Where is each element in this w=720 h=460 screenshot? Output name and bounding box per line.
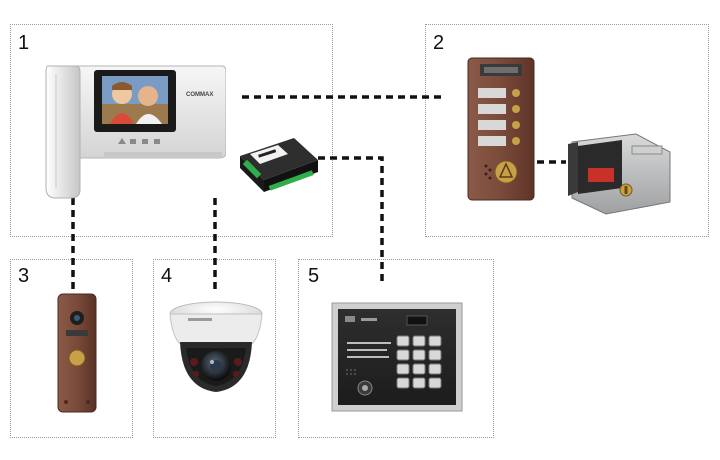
panel-5 [298,259,494,438]
keypad-call-panel [331,302,463,412]
panel-2 [425,24,709,237]
panel-3-number: 3 [18,265,30,287]
panel-1 [10,24,333,237]
panel-2-number: 2 [433,32,445,54]
panel-1-number: 1 [18,32,30,54]
monitor-brand-label: COMMAX [186,92,214,98]
electric-lock [568,133,671,215]
video-monitor [45,65,226,199]
doorbell-call-panel [57,293,97,413]
interface-module [240,138,318,192]
door-call-panel [467,57,535,201]
wire-module-to-keypad [318,156,384,282]
panel-5-number: 5 [308,265,320,287]
dome-camera [169,301,263,392]
panel-4-number: 4 [161,265,173,287]
